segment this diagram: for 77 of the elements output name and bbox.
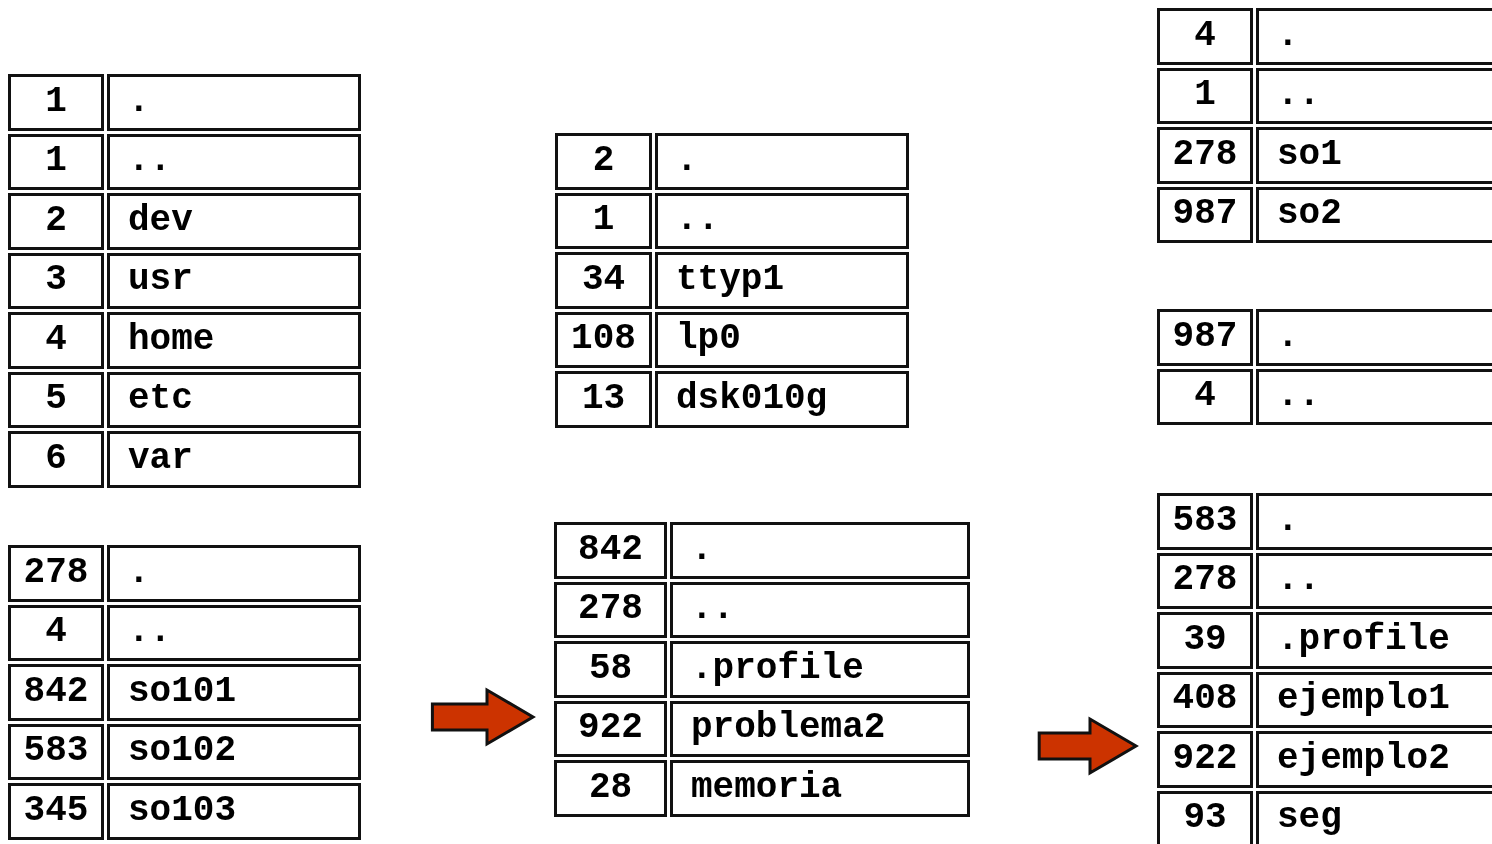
- inode-number-cell: 28: [554, 760, 667, 817]
- inode-number-cell: 58: [554, 641, 667, 698]
- inode-number-cell: 4: [1157, 368, 1253, 425]
- inode-number-cell: 842: [554, 522, 667, 579]
- inode-number-cell: 1: [8, 74, 104, 131]
- inode-number-cell: 842: [8, 664, 104, 721]
- file-name-cell: so102: [107, 723, 361, 780]
- inode-number-cell: 987: [1157, 186, 1253, 243]
- file-name-cell: .: [1256, 493, 1492, 550]
- inode-number-cell: 3: [8, 252, 104, 309]
- inode-number-cell: 108: [555, 311, 652, 368]
- directory-table: [8, 74, 361, 488]
- file-name-cell: .: [1256, 309, 1492, 366]
- inode-number-cell: 5: [8, 371, 104, 428]
- file-name-cell: ..: [107, 133, 361, 190]
- file-name-cell: lp0: [655, 311, 909, 368]
- inode-number-cell: 922: [1157, 731, 1253, 788]
- inode-number-cell: 922: [554, 700, 667, 757]
- inode-number-cell: 1: [1157, 67, 1253, 124]
- inode-number-cell: 583: [8, 723, 104, 780]
- inode-number-cell: 345: [8, 783, 104, 840]
- inode-number-cell: 1: [8, 133, 104, 190]
- file-name-cell: ..: [1256, 552, 1492, 609]
- inode-number-cell: 987: [1157, 309, 1253, 366]
- file-name-cell: .: [655, 133, 909, 190]
- inode-number-cell: 4: [1157, 8, 1253, 65]
- file-name-cell: ejemplo1: [1256, 671, 1492, 728]
- directory-table: [1157, 309, 1492, 425]
- directory-table: [1157, 8, 1492, 243]
- block-arrow: [430, 687, 536, 747]
- file-name-cell: home: [107, 312, 361, 369]
- file-name-cell: var: [107, 431, 361, 488]
- inode-number-cell: 2: [8, 193, 104, 250]
- inode-number-cell: 1: [555, 192, 652, 249]
- directory-table: [554, 522, 970, 817]
- inode-number-cell: 6: [8, 431, 104, 488]
- inode-number-cell: 2: [555, 133, 652, 190]
- file-name-cell: dsk010g: [655, 371, 909, 428]
- file-name-cell: ..: [1256, 67, 1492, 124]
- file-name-cell: usr: [107, 252, 361, 309]
- file-name-cell: dev: [107, 193, 361, 250]
- file-name-cell: .profile: [670, 641, 970, 698]
- inode-number-cell: 278: [8, 545, 104, 602]
- inode-number-cell: 4: [8, 604, 104, 661]
- file-name-cell: so101: [107, 664, 361, 721]
- inode-number-cell: 93: [1157, 790, 1253, 844]
- file-name-cell: etc: [107, 371, 361, 428]
- directory-table: [1157, 493, 1492, 844]
- file-name-cell: ..: [1256, 368, 1492, 425]
- file-name-cell: .: [670, 522, 970, 579]
- inode-number-cell: 39: [1157, 612, 1253, 669]
- file-name-cell: memoria: [670, 760, 970, 817]
- inode-number-cell: 13: [555, 371, 652, 428]
- file-name-cell: .: [107, 74, 361, 131]
- file-name-cell: so103: [107, 783, 361, 840]
- directory-table: [555, 133, 909, 428]
- block-arrow: [1037, 716, 1139, 776]
- inode-number-cell: 583: [1157, 493, 1253, 550]
- file-name-cell: seg: [1256, 790, 1492, 844]
- file-name-cell: ..: [107, 604, 361, 661]
- inode-number-cell: 278: [1157, 552, 1253, 609]
- inode-number-cell: 278: [554, 581, 667, 638]
- inode-number-cell: 34: [555, 252, 652, 309]
- directory-table: [8, 545, 361, 840]
- file-name-cell: ejemplo2: [1256, 731, 1492, 788]
- inode-number-cell: 278: [1157, 127, 1253, 184]
- file-name-cell: .: [1256, 8, 1492, 65]
- file-name-cell: ttyp1: [655, 252, 909, 309]
- file-name-cell: .profile: [1256, 612, 1492, 669]
- file-name-cell: so1: [1256, 127, 1492, 184]
- file-name-cell: .: [107, 545, 361, 602]
- inode-number-cell: 4: [8, 312, 104, 369]
- file-name-cell: problema2: [670, 700, 970, 757]
- inode-number-cell: 408: [1157, 671, 1253, 728]
- file-name-cell: ..: [655, 192, 909, 249]
- file-name-cell: ..: [670, 581, 970, 638]
- file-name-cell: so2: [1256, 186, 1492, 243]
